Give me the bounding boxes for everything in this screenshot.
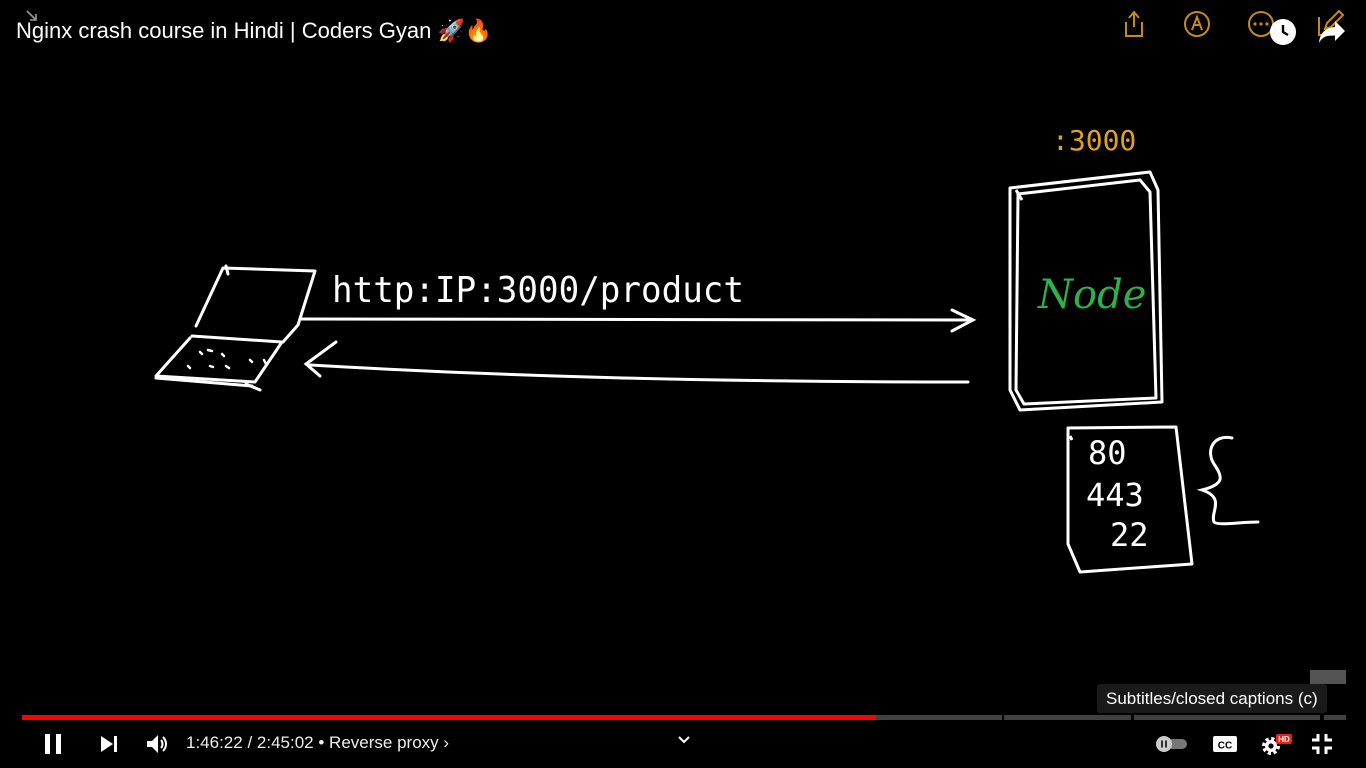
cc-icon: CC [1213, 736, 1237, 752]
volume-icon [147, 735, 167, 753]
next-button[interactable] [94, 722, 124, 766]
curly-brace-drawing [1196, 435, 1260, 526]
chapter-separator: • [313, 733, 330, 752]
player-controls: 1:46:22 / 2:45:02 • Reverse proxy › CC H… [0, 722, 1366, 768]
response-arrow [303, 340, 970, 384]
ports-box [1066, 425, 1194, 574]
laptop-drawing [154, 264, 317, 392]
captions-button[interactable]: CC [1210, 722, 1240, 766]
node-server-box [1008, 170, 1164, 412]
skip-next-icon [101, 736, 117, 752]
chapter-label: Reverse proxy [329, 733, 439, 752]
share-arrow-icon[interactable] [1312, 12, 1352, 52]
share-upload-icon[interactable] [1114, 4, 1154, 44]
settings-button[interactable]: HD [1256, 722, 1294, 766]
port-22: 22 [1110, 516, 1149, 554]
current-time: 1:46:22 [186, 733, 243, 752]
chapter-chevron-icon: › [443, 733, 450, 752]
port-443: 443 [1086, 476, 1144, 514]
hd-badge: HD [1278, 735, 1290, 744]
chapter-segment[interactable] [1324, 715, 1346, 720]
exit-fullscreen-icon [1312, 734, 1332, 754]
port-80: 80 [1088, 434, 1127, 472]
time-separator: / [242, 733, 257, 752]
port-3000-label: :3000 [1052, 124, 1136, 157]
pause-icon [45, 734, 61, 754]
volume-button[interactable] [142, 722, 172, 766]
chapter-title[interactable]: Reverse proxy › [329, 733, 449, 752]
chevron-down-icon[interactable] [673, 722, 695, 758]
request-arrow [298, 308, 977, 333]
collapse-arrow-icon[interactable] [24, 8, 40, 24]
video-title: Nginx crash course in Hindi | Coders Gya… [16, 18, 493, 43]
chapter-segment[interactable] [1134, 715, 1320, 720]
progress-bar[interactable] [22, 715, 1346, 720]
gear-icon: HD [1262, 734, 1292, 755]
node-label: Node [1037, 272, 1146, 318]
time-display: 1:46:22 / 2:45:02 • Reverse proxy › [186, 733, 449, 753]
autoplay-switch-icon [1156, 736, 1187, 752]
exit-fullscreen-button[interactable] [1306, 722, 1338, 766]
storyboard-thumbnail [1310, 670, 1346, 684]
pause-button[interactable] [36, 722, 70, 766]
autoplay-toggle[interactable] [1152, 722, 1192, 766]
markup-pen-icon[interactable] [1177, 4, 1217, 44]
cc-text: CC [1218, 741, 1232, 752]
played-progress [22, 715, 876, 720]
captions-tooltip: Subtitles/closed captions (c) [1097, 684, 1327, 713]
duration: 2:45:02 [256, 733, 314, 752]
watch-later-clock-icon[interactable] [1263, 12, 1303, 52]
chapter-segment[interactable] [1004, 715, 1131, 720]
chapter-segment[interactable] [849, 715, 1002, 720]
url-annotation: http:IP:3000/product [332, 270, 744, 311]
whiteboard-canvas: http:IP:3000/product :3000 Node 80 443 2… [154, 124, 1260, 574]
